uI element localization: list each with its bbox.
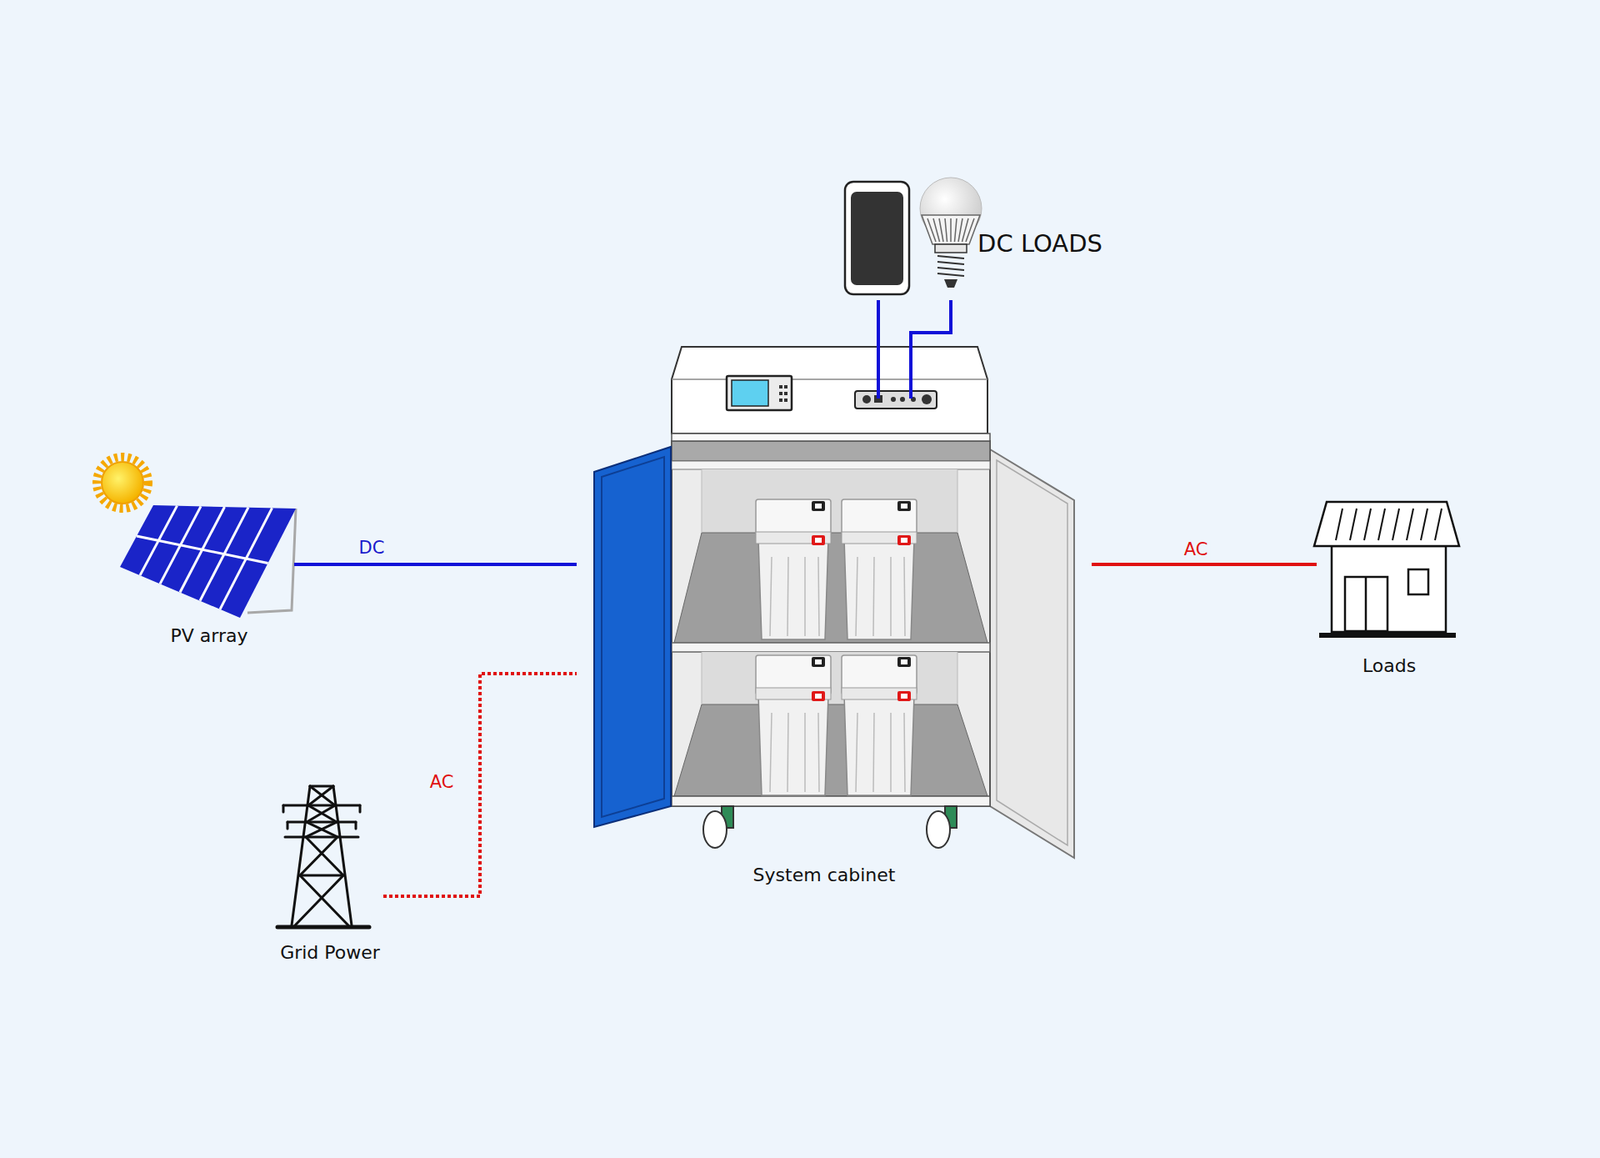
- node-caption: Loads: [1362, 655, 1416, 677]
- stroke: [1350, 508, 1357, 540]
- stroke: [950, 218, 952, 242]
- stroke: [955, 218, 958, 242]
- stroke: [1420, 508, 1428, 540]
- stroke: [937, 273, 965, 276]
- ac-load-line: [1091, 562, 1317, 566]
- stroke: [180, 506, 225, 593]
- stroke: [945, 218, 948, 242]
- node-caption: DC LOADS: [977, 229, 1103, 259]
- stroke: [958, 218, 963, 242]
- stroke: [200, 507, 249, 601]
- edge-label: DC: [356, 537, 388, 559]
- node-caption: System cabinet: [753, 864, 896, 886]
- stroke: [160, 505, 201, 584]
- node-caption: PV array: [170, 625, 249, 647]
- grid-power: Grid Power: [266, 775, 384, 975]
- pv-array: PV array: [116, 475, 295, 663]
- stroke: [220, 507, 273, 610]
- system-cabinet: System cabinet: [576, 346, 1092, 897]
- edge-label: AC: [427, 771, 457, 793]
- stroke: [965, 218, 975, 242]
- dc-loads: DC LOADS: [837, 176, 1117, 300]
- stroke: [140, 505, 178, 576]
- node-caption: Grid Power: [280, 941, 380, 964]
- edge-label: AC: [1181, 539, 1211, 560]
- stroke: [1378, 508, 1385, 540]
- stroke: [1406, 508, 1414, 540]
- stroke: [1364, 508, 1371, 540]
- ac-grid-line: [383, 673, 577, 896]
- stroke: [937, 255, 965, 259]
- dc-wire: [910, 300, 951, 347]
- dc-wire: [876, 300, 880, 347]
- stroke: [933, 218, 940, 242]
- stroke: [937, 261, 965, 265]
- loads-house: Loads: [1316, 495, 1467, 692]
- stroke: [1335, 508, 1343, 540]
- stroke: [1435, 508, 1442, 540]
- dc-line: [294, 562, 577, 566]
- stroke: [1392, 508, 1400, 540]
- stroke: [937, 267, 965, 270]
- stroke: [939, 218, 944, 242]
